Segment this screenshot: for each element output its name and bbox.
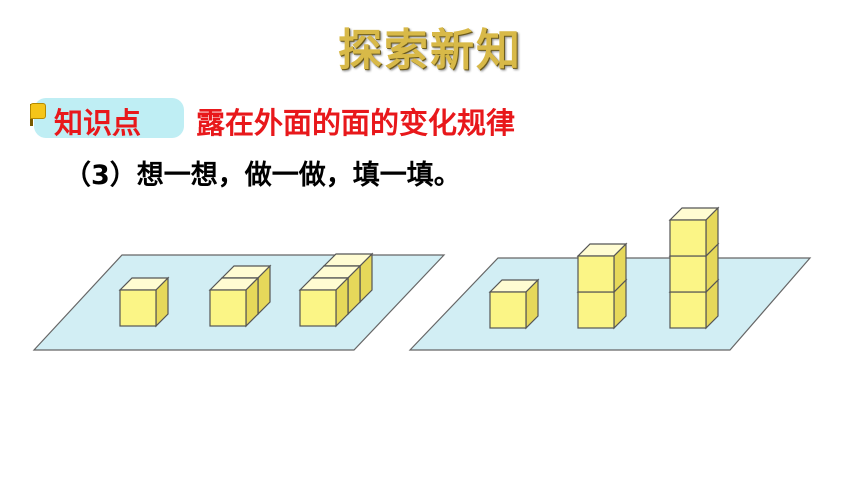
knowledge-badge-label: 知识点: [54, 106, 142, 140]
knowledge-badge: [34, 98, 184, 138]
right-stack-1-cube: [489, 279, 539, 329]
right-stack-3-cube-top: [669, 207, 719, 257]
left-group-2-cube-front: [209, 277, 259, 327]
flag-icon: [30, 103, 46, 119]
knowledge-point-title: 露在外面的面的变化规律: [196, 106, 516, 140]
left-group-3-cube-front: [299, 277, 349, 327]
question-instruction: （3）想一想，做一做，填一填。: [64, 160, 461, 191]
page-title: 探索新知: [338, 25, 522, 76]
left-group-1-cube: [119, 277, 169, 327]
right-stack-2-cube-top: [577, 243, 627, 293]
